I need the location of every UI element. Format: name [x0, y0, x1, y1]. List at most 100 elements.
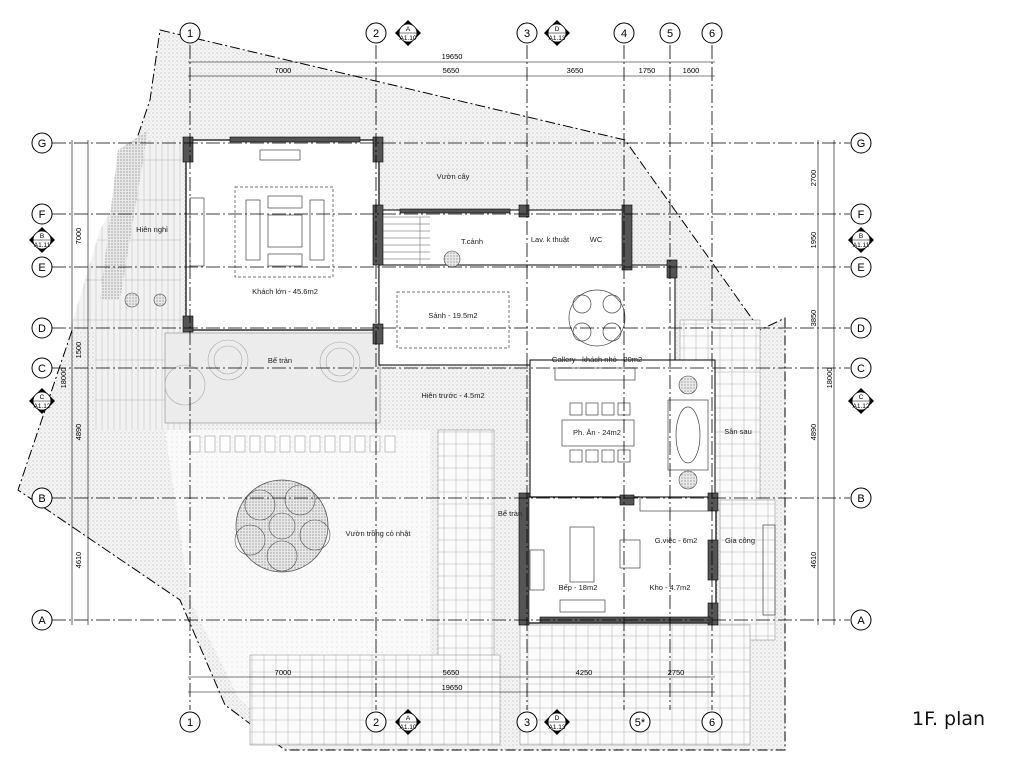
grid-label-row-right: A [857, 615, 865, 627]
grid-label-col-top: 1 [187, 28, 193, 40]
dim-bottom-segment: 4250 [576, 668, 593, 677]
section-marker-sheet: A1.11 [853, 242, 870, 249]
grid-bubble-row-right [850, 203, 872, 225]
grid-bubble-row-right [850, 256, 872, 278]
room-labels: Vườn cây Hiên nghỉ Khách lớn - 45.6m2 T.… [136, 172, 755, 592]
section-marker-letter: B [859, 233, 863, 240]
room-label-g-viec: G.việc - 6m2 [655, 536, 698, 545]
grid-bubble-col-bottom [365, 711, 387, 733]
grid-bubble-row-left [31, 317, 53, 339]
room-label-gia-cong: Gia công [725, 536, 755, 545]
stair [380, 216, 430, 265]
grid-bubble-col-top [516, 22, 538, 44]
grid-label-col-top: 6 [709, 28, 715, 40]
grid-bubble-col-top [613, 22, 635, 44]
section-marker: CA1.12 [29, 388, 55, 414]
grid-label-col-top: 3 [524, 28, 530, 40]
section-marker-sheet: A1.10 [400, 35, 417, 42]
dining-furniture [554, 289, 709, 471]
dim-right-total: 18000 [825, 368, 834, 389]
dim-top-segment: 7000 [275, 66, 292, 75]
dim-bottom-total: 19650 [442, 683, 463, 692]
grid-label-row-left: A [38, 615, 46, 627]
grid-bubble-row-right [850, 317, 872, 339]
room-label-vuon-trong: Vườn trồng cỏ nhật [346, 529, 412, 538]
room-label-hien-nghi: Hiên nghỉ [136, 225, 168, 234]
grid-label-row-left: B [38, 493, 45, 505]
section-marker-letter: B [40, 233, 44, 240]
grid-label-row-right: C [857, 363, 865, 375]
section-marker: B A1.11 [848, 227, 874, 253]
grid-bubble-col-top [365, 22, 387, 44]
plants [124, 250, 698, 490]
dim-top-segment: 3650 [567, 66, 584, 75]
grid-label-col-top: 2 [373, 28, 379, 40]
grid-bubble-row-left [31, 256, 53, 278]
dim-right-segment: 1950 [809, 232, 818, 249]
grid-label-col-bottom: 5* [635, 717, 646, 729]
grid-label-row-right: D [857, 323, 865, 335]
dim-bottom-segment: 7000 [275, 668, 292, 677]
grid-bubble-row-left [31, 487, 53, 509]
room-label-be-tran-side: Bể tràn [498, 509, 522, 518]
section-marker-sheet: A1.11 [34, 242, 51, 249]
grid-lines [52, 45, 850, 710]
section-marker-letter: A [406, 715, 411, 722]
section-marker-letter: C [859, 394, 864, 401]
walls-columns [182, 136, 719, 626]
grid-label-col-top: 5 [667, 28, 673, 40]
grid-label-col-bottom: 1 [187, 717, 193, 729]
room-label-hien-truoc: Hiên trước - 4.5m2 [421, 391, 484, 400]
section-marker-sheet: A1.12 [34, 403, 51, 410]
grid-bubble-row-right [850, 487, 872, 509]
gravel-strip [100, 130, 148, 300]
grid-bubble-col-top [179, 22, 201, 44]
section-marker: D A1.13 [544, 709, 570, 735]
dim-left-segment: 7000 [74, 228, 83, 245]
section-marker-sheet: A1.12 [853, 403, 870, 410]
section-marker-sheet: A1.13 [549, 724, 566, 731]
grid-label-col-bottom: 6 [709, 717, 715, 729]
grid-label-col-bottom: 3 [524, 717, 530, 729]
room-label-lav-ky-thuat: Lav. k thuật [531, 235, 570, 244]
overflow-pool [164, 332, 381, 424]
grid-label-row-left: E [38, 262, 45, 274]
stepping-stones [189, 435, 396, 453]
dim-right-segment: 4610 [809, 552, 818, 569]
room-label-khach-lon: Khách lớn - 45.6m2 [252, 287, 318, 296]
dim-top-total: 19650 [442, 52, 463, 61]
dim-left-segment: 4890 [74, 424, 83, 441]
room-label-kho: Kho - 4.7m2 [650, 583, 691, 592]
kitchen-furniture [529, 496, 776, 616]
grid-label-row-left: C [38, 363, 46, 375]
grid-bubble-row-right [850, 132, 872, 154]
grid-bubble-row-left [31, 357, 53, 379]
section-markers: AA1.10DA1.13BA1.11CA1.12BA1.11CA1.12AA1.… [29, 20, 874, 735]
room-label-bep: Bếp - 18m2 [559, 583, 598, 592]
room-label-vuon-cay: Vườn cây [437, 172, 470, 181]
room-label-san-sau: Sân sau [724, 427, 752, 436]
grid-label-row-right: B [857, 493, 864, 505]
section-marker: B A1.11 [29, 227, 55, 253]
section-marker-sheet: A1.13 [549, 35, 566, 42]
grid-label-row-left: D [38, 323, 46, 335]
grid-bubble-row-left [31, 203, 53, 225]
grid-bubble-col-top [659, 22, 681, 44]
section-marker-letter: D [555, 715, 560, 722]
lobby-rug [396, 291, 510, 349]
room-label-be-tran-top: Bể tràn [268, 356, 292, 365]
tree-symbol [234, 479, 331, 573]
dimension-lines [71, 61, 835, 693]
section-marker: A A1.10 [395, 20, 421, 46]
section-marker: DA1.13 [544, 20, 570, 46]
grid-bubble-col-top [701, 22, 723, 44]
room-label-sanh: Sảnh - 19.5m2 [428, 311, 477, 320]
dim-right-segment: 2700 [809, 170, 818, 187]
grid-bubble-col-bottom [516, 711, 538, 733]
section-marker-letter: A [406, 26, 411, 33]
dim-left-segment: 4610 [74, 552, 83, 569]
grid-label-col-bottom: 2 [373, 717, 379, 729]
